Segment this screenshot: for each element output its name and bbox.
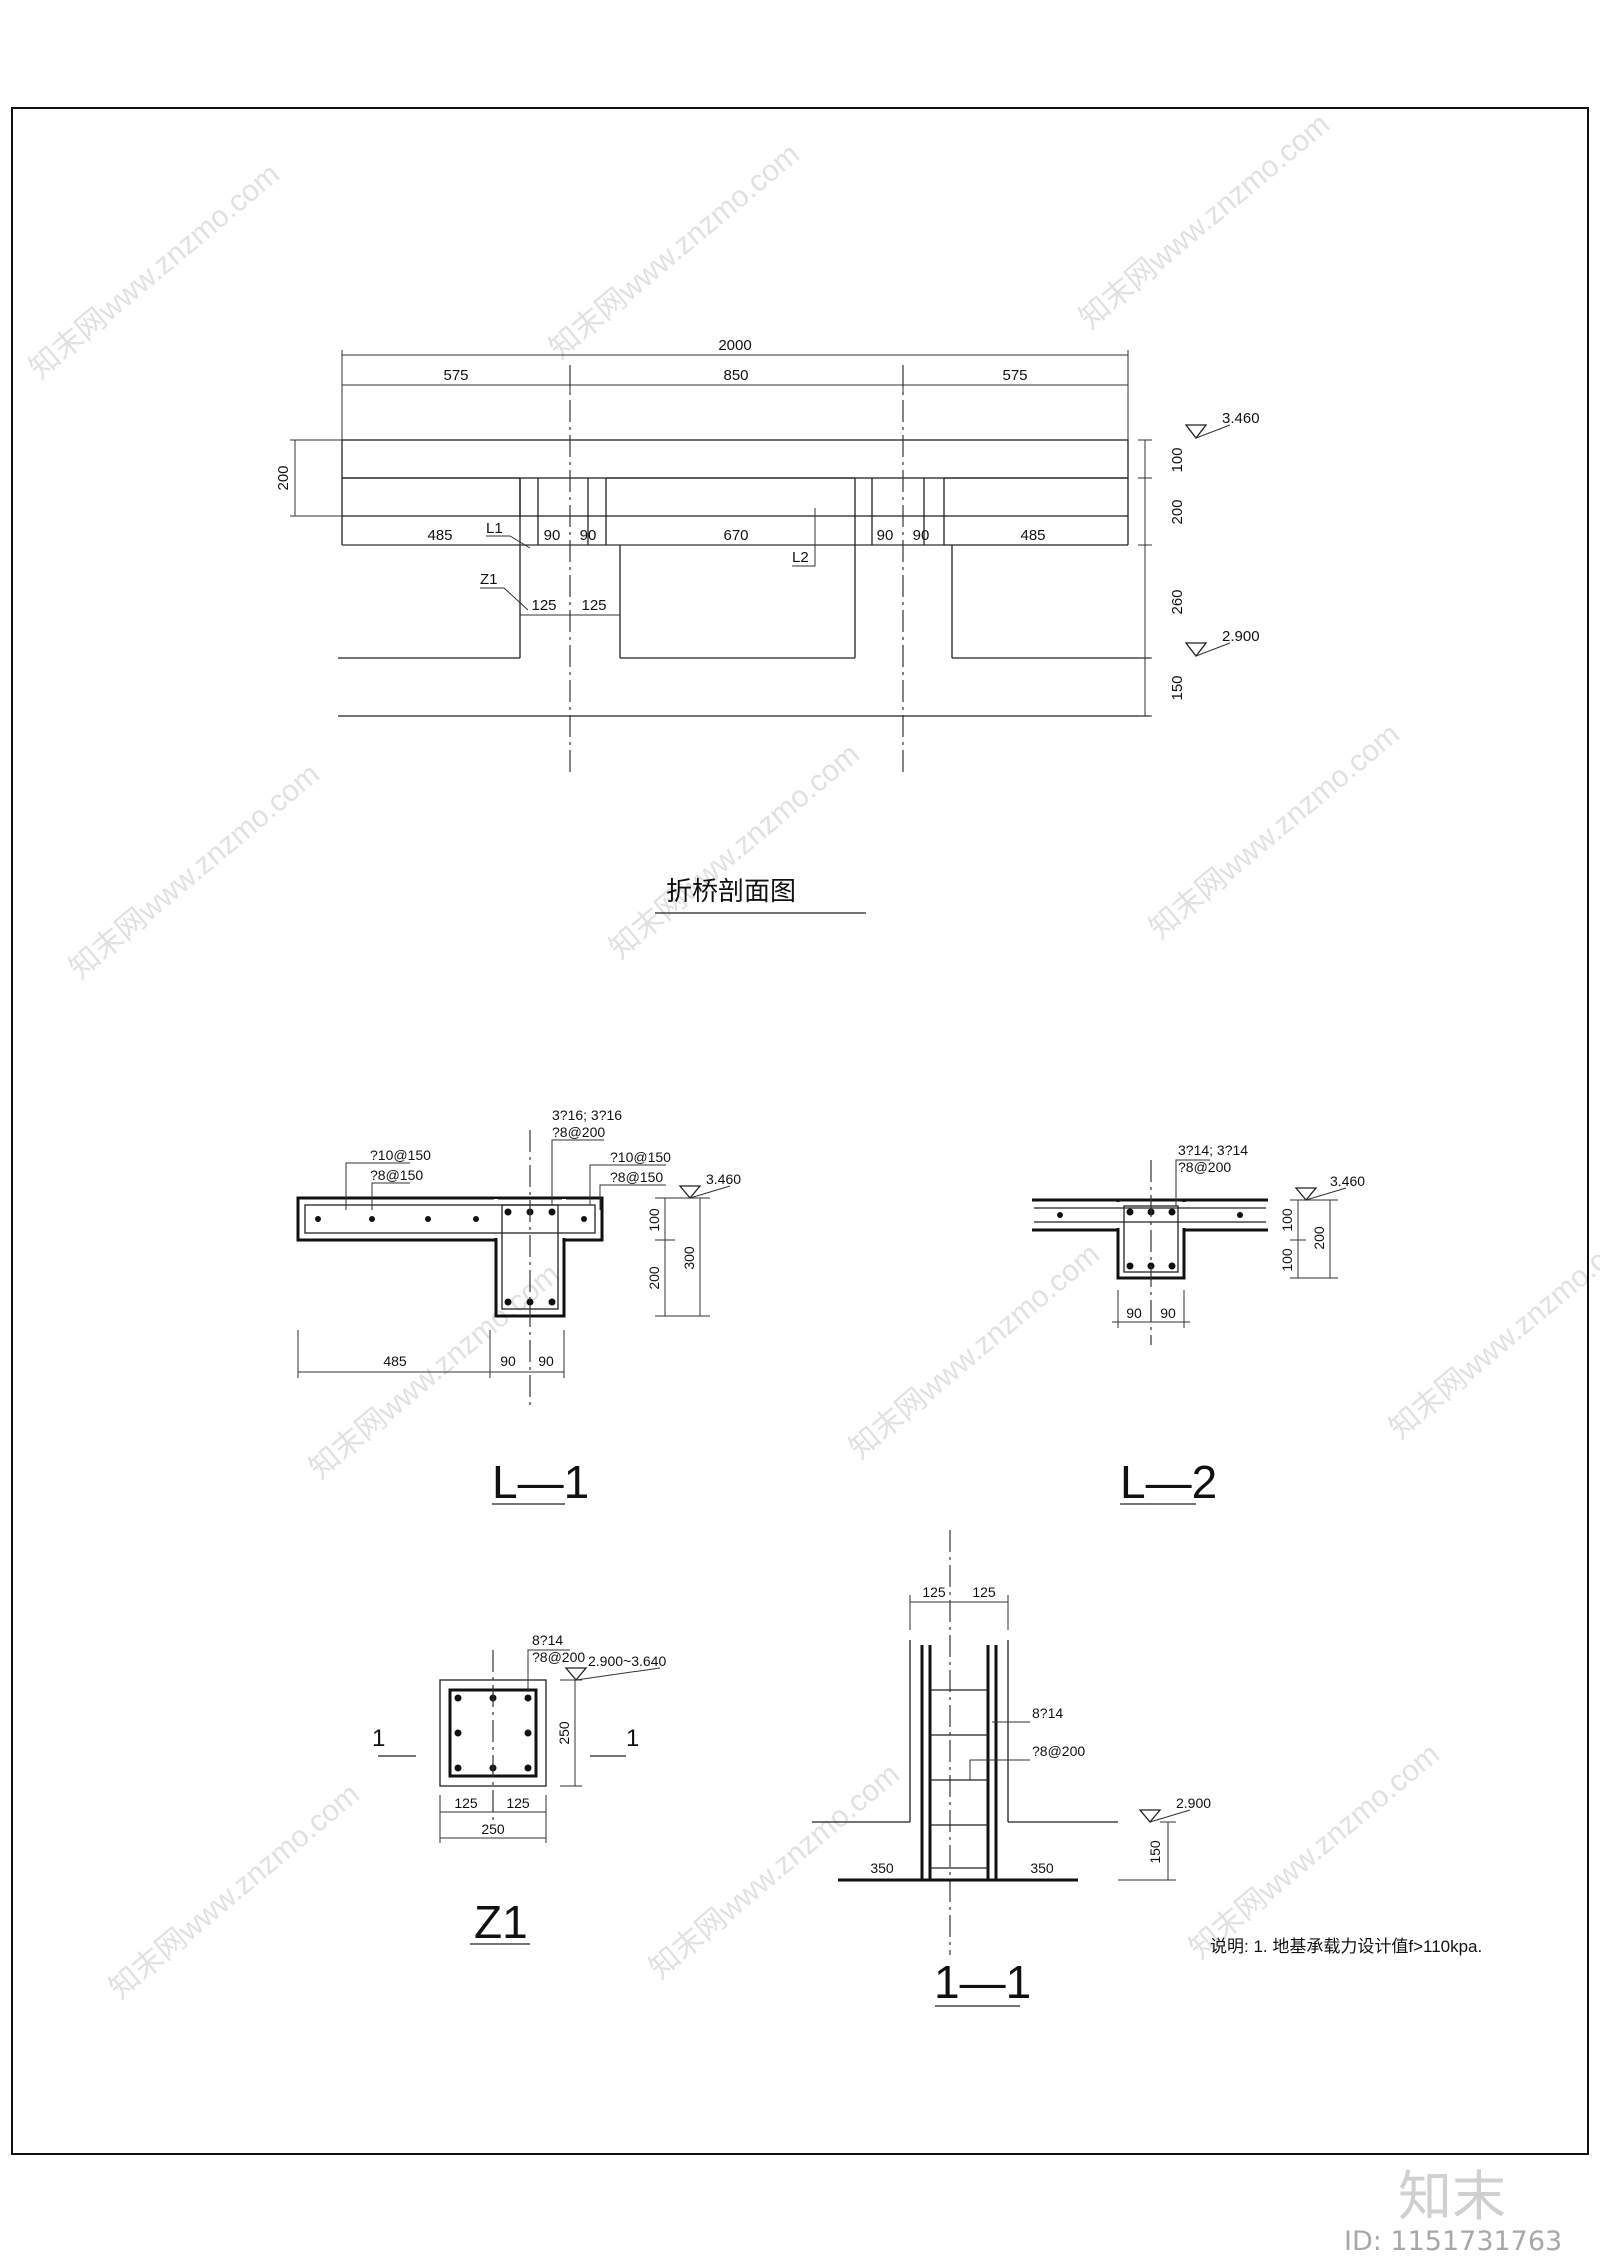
sheet-border: [11, 107, 1589, 2155]
dim-l2-100-a: 100: [1279, 1208, 1295, 1232]
brand-logo: 知末: [1398, 2165, 1506, 2228]
dim-2000: 2000: [718, 337, 751, 354]
watermark-text: 知末网www.znzmo.com: [1383, 1218, 1600, 1446]
rebar-note-z1-stirrup: ?8@200: [532, 1649, 585, 1665]
dim-90-b: 90: [580, 527, 597, 544]
dim-l2-90-b: 90: [1160, 1305, 1176, 1321]
watermark-text: 知末网www.znzmo.com: [1073, 108, 1336, 336]
watermark-layer: 知末网www.znzmo.com 知末网www.znzmo.com 知末网www.z…: [23, 108, 1600, 2006]
section-l2: 3?14; 3?14 ?8@200 3.460 100 100 200 90 9…: [1032, 1142, 1365, 1508]
rebar-note-l2-main: 3?14; 3?14: [1178, 1142, 1248, 1158]
section-11-title: 1—1: [934, 1956, 1031, 2008]
dim-200-left: 200: [275, 465, 292, 490]
level-z1: 2.900~3.640: [588, 1653, 666, 1669]
watermark-text: 知末网www.znzmo.com: [1183, 1738, 1446, 1966]
section-1-1: 125 125 350 350 8?14 ?8@200 2.900 150: [812, 1530, 1211, 2008]
level-2900: 2.900: [1222, 628, 1260, 645]
rebar-dots-z1: [454, 1694, 532, 1772]
dim-l2-100-b: 100: [1279, 1248, 1295, 1272]
rebar-note-top-right-2: ?8@150: [610, 1169, 663, 1185]
rebar-dots-l2: [1057, 1208, 1243, 1270]
watermark-text: 知末网www.znzmo.com: [23, 158, 286, 386]
rebar-note-top-right-1: ?10@150: [610, 1149, 671, 1165]
dim-575-left: 575: [443, 367, 468, 384]
rebar-note-z1-main: 8?14: [532, 1632, 563, 1648]
watermark-text: 知末网www.znzmo.com: [603, 738, 866, 966]
dim-90-a: 90: [544, 527, 561, 544]
design-note: 说明: 1. 地基承载力设计值f>110kpa.: [1210, 1937, 1482, 1956]
rebar-note-11-main: 8?14: [1032, 1705, 1063, 1721]
watermark-text: 知末网www.znzmo.com: [1143, 718, 1406, 946]
dim-z1-250-h: 250: [481, 1821, 505, 1837]
dim-l1-300: 300: [681, 1246, 697, 1270]
dim-11-350-left: 350: [870, 1860, 894, 1876]
watermark-text: 知末网www.znzmo.com: [63, 758, 326, 986]
level-l2: 3.460: [1330, 1173, 1365, 1189]
label-l1: L1: [486, 520, 503, 537]
dim-l1-200: 200: [646, 1266, 662, 1290]
dim-11-125-b: 125: [972, 1584, 996, 1600]
dim-670: 670: [723, 527, 748, 544]
rebar-note-l2-stirrup: ?8@200: [1178, 1159, 1231, 1175]
level-l1: 3.460: [706, 1171, 741, 1187]
dim-485-right: 485: [1020, 527, 1045, 544]
dim-11-125-a: 125: [922, 1584, 946, 1600]
dim-150-right: 150: [1169, 675, 1186, 700]
section-z1-title: Z1: [474, 1896, 528, 1948]
dim-l1-90-a: 90: [500, 1353, 516, 1369]
dim-125-b: 125: [581, 597, 606, 614]
elevation-title: 折桥剖面图: [666, 876, 796, 906]
dim-575-right: 575: [1002, 367, 1027, 384]
dim-200-right: 200: [1169, 499, 1186, 524]
dim-l1-90-b: 90: [538, 1353, 554, 1369]
dim-z1-125-b: 125: [506, 1795, 530, 1811]
rebar-note-main: 3?16; 3?16: [552, 1107, 622, 1123]
rebar-note-11-stirrup: ?8@200: [1032, 1743, 1085, 1759]
dim-485-left: 485: [427, 527, 452, 544]
watermark-text: 知末网www.znzmo.com: [843, 1238, 1106, 1466]
section-l2-title: L—2: [1120, 1456, 1217, 1508]
dim-l1-485: 485: [383, 1353, 407, 1369]
dim-850: 850: [723, 367, 748, 384]
level-11: 2.900: [1176, 1795, 1211, 1811]
section-l1: ?10@150 ?8@150 3?16; 3?16 ?8@200 ?10@150…: [296, 1107, 741, 1508]
cut-mark-left: 1: [372, 1725, 385, 1752]
level-3460: 3.460: [1222, 410, 1260, 427]
dim-l2-200: 200: [1311, 1226, 1327, 1250]
rebar-note-stirrup: ?8@200: [552, 1124, 605, 1140]
dim-z1-250-v: 250: [556, 1721, 572, 1745]
section-z1: 8?14 ?8@200 2.900~3.640 250 125 125 250 …: [372, 1632, 666, 1948]
dim-l2-90-a: 90: [1126, 1305, 1142, 1321]
watermark-text: 知末网www.znzmo.com: [103, 1778, 366, 2006]
rebar-note-top-left-2: ?8@150: [370, 1167, 423, 1183]
dim-90-d: 90: [913, 527, 930, 544]
cut-mark-right: 1: [626, 1725, 639, 1752]
dim-l1-100: 100: [646, 1208, 662, 1232]
dim-z1-125-a: 125: [454, 1795, 478, 1811]
image-id: ID: 1151731763: [1344, 2226, 1562, 2257]
dim-11-150: 150: [1147, 1840, 1163, 1864]
dim-100-right: 100: [1169, 447, 1186, 472]
dim-260-right: 260: [1169, 589, 1186, 614]
dim-11-350-right: 350: [1030, 1860, 1054, 1876]
label-l2: L2: [792, 549, 809, 566]
label-z1: Z1: [480, 571, 498, 588]
watermark-text: 知末网www.znzmo.com: [543, 138, 806, 366]
section-l1-title: L—1: [492, 1456, 589, 1508]
watermark-text: 知末网www.znzmo.com: [643, 1758, 906, 1986]
dim-90-c: 90: [877, 527, 894, 544]
dim-125-a: 125: [531, 597, 556, 614]
rebar-note-top-left-1: ?10@150: [370, 1147, 431, 1163]
watermark-text: 知末网www.znzmo.com: [303, 1258, 566, 1486]
bridge-elevation: 2000 575 850 575: [275, 337, 1260, 914]
